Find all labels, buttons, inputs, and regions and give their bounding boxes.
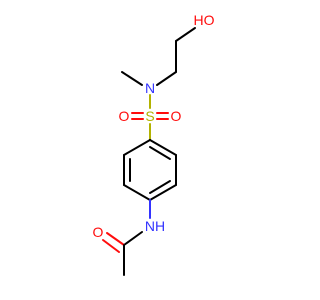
bond-c-o-a xyxy=(106,232,125,246)
ring-bond-3 xyxy=(149,184,177,201)
molecule-structure: HO N S O O NH O xyxy=(93,12,215,276)
hydroxyl-label: HO xyxy=(194,12,215,28)
sulfur-label: S xyxy=(145,108,154,124)
bond-ho-c xyxy=(175,27,196,42)
ring-bond-1 xyxy=(149,139,177,156)
amine-n-label: N xyxy=(145,80,155,96)
bond-n-methyl xyxy=(121,71,143,86)
bond-nh-c xyxy=(123,231,143,246)
amide-nh-label: NH xyxy=(145,218,165,234)
sulfonyl-o-left-label: O xyxy=(119,108,130,124)
bond-c-n xyxy=(156,71,177,86)
ring-double-1 xyxy=(149,146,171,160)
ring-bond-4 xyxy=(123,184,151,201)
sulfonyl-o-right-label: O xyxy=(171,108,182,124)
atom-labels: HO N S O O NH O xyxy=(93,12,215,240)
ring-bond-6 xyxy=(123,139,151,156)
bonds xyxy=(102,27,196,276)
carbonyl-o-label: O xyxy=(93,224,104,240)
bond-c-o-b xyxy=(102,239,120,253)
ring-double-2 xyxy=(149,180,171,194)
